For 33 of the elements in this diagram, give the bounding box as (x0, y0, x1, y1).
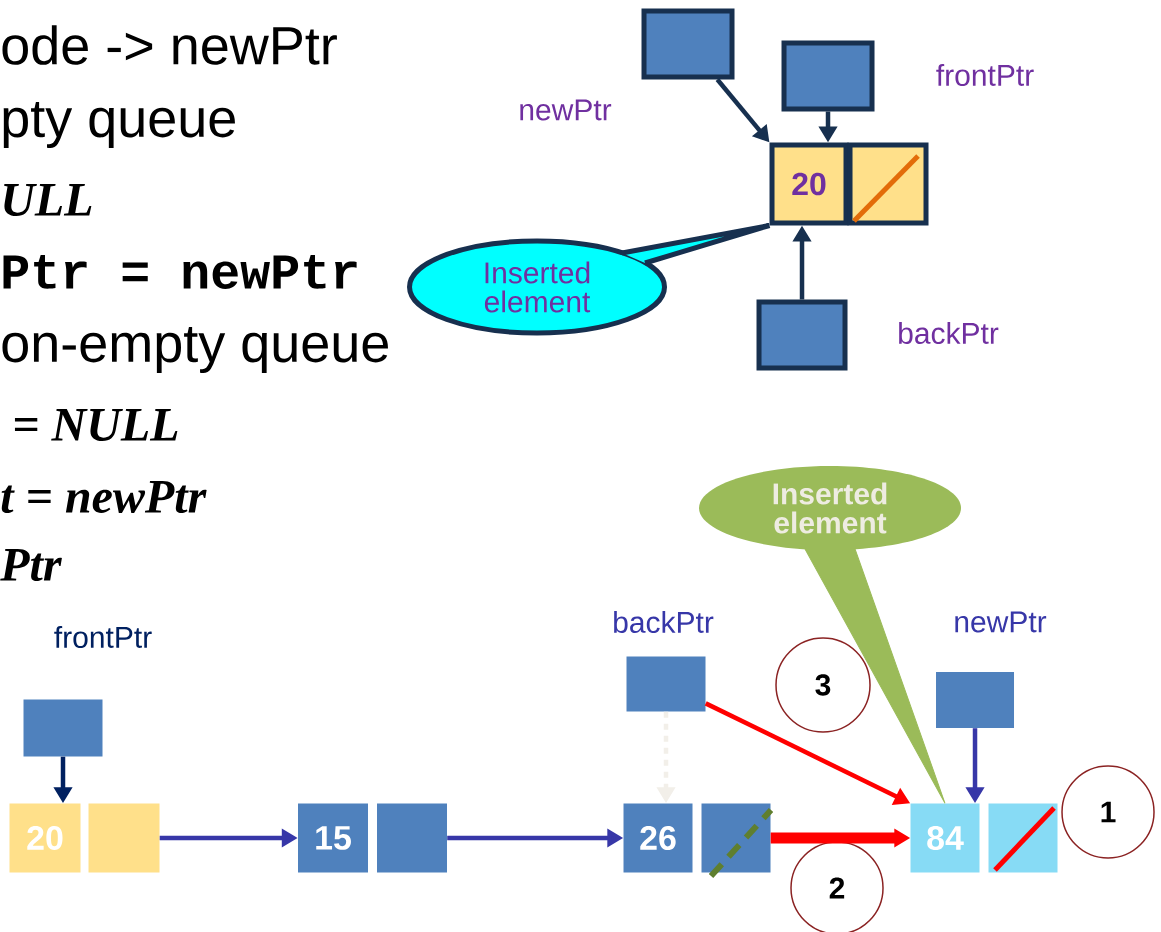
callout-pointer (804, 548, 946, 804)
pointer-box (781, 40, 875, 112)
code-line: pty queue (3, 101, 235, 149)
code-line: on-empty queue (2, 326, 388, 374)
data-cell (377, 803, 447, 873)
code-line: ULL (4, 184, 92, 216)
data-cell (701, 803, 771, 873)
pointer-box (936, 672, 1014, 728)
data-cell: 84 (910, 803, 980, 873)
code-line: Ptr (0, 549, 62, 581)
data-cell: 15 (298, 803, 368, 873)
callout-pointer (619, 223, 772, 266)
pointer-box (23, 699, 103, 757)
data-cell: 26 (623, 803, 693, 873)
pointer-label: frontPtr (936, 64, 1034, 86)
callout-bubble: Inserted element (699, 466, 961, 550)
code-line: Ptr = newPtr (3, 255, 357, 289)
pointer-label: backPtr (899, 322, 999, 344)
code-line: t = newPtr (1, 481, 207, 513)
pointer-label: newPtr (955, 611, 1047, 633)
data-cell: 20 (9, 803, 81, 873)
data-cell (847, 142, 929, 226)
code-line: = NULL (14, 409, 178, 441)
pointer-box (756, 299, 848, 371)
pointer-box (641, 8, 735, 80)
pointer-box (626, 656, 706, 712)
callout-bubble: Inserted element (407, 238, 667, 336)
data-cell (88, 803, 160, 873)
code-line: ode -> newPtr (2, 25, 337, 65)
data-cell: 20 (769, 142, 849, 226)
pointer-label: frontPtr (54, 626, 152, 648)
pointer-label: newPtr (520, 99, 612, 121)
pointer-label: backPtr (614, 611, 714, 633)
